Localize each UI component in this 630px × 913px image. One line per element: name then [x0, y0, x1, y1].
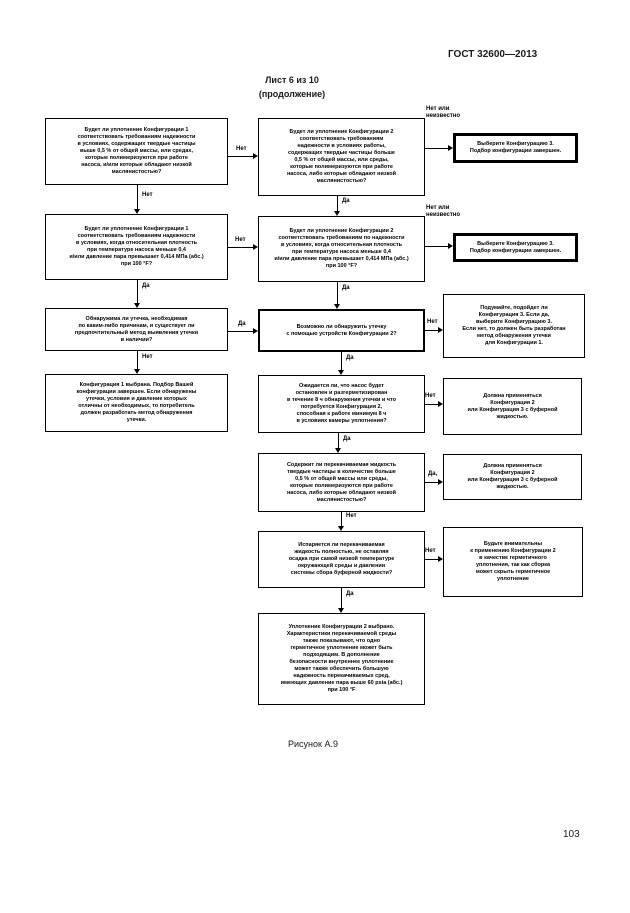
connector-m1-m2 — [337, 196, 338, 211]
connector-m3-m4 — [341, 352, 342, 370]
connector-m1-r1 — [425, 148, 448, 149]
arrow-right-icon — [438, 479, 443, 485]
sheet-title: Лист 6 из 10 — [265, 75, 319, 85]
arrow-down-icon — [338, 526, 344, 531]
label-yes: Да — [343, 436, 351, 442]
label-no-or-unknown: Нет или неизвестно — [426, 205, 461, 218]
box-leak-detection-required: Обнаружима ли утечка, необходимая по как… — [45, 308, 228, 351]
standard-number: ГОСТ 32600—2013 — [448, 49, 538, 60]
arrow-right-icon — [438, 556, 443, 562]
arrow-right-icon — [438, 401, 443, 407]
arrow-right-icon — [438, 327, 443, 333]
connector-l2-l3 — [137, 280, 138, 303]
connector-l3-m3 — [228, 331, 253, 332]
connector-l3-l4 — [137, 351, 138, 369]
label-yes: Да — [346, 591, 354, 597]
box-pump-shutdown-8h: Ожидается ли, что насос будет остановлен… — [258, 375, 425, 433]
arrow-down-icon — [334, 211, 340, 216]
box-config2-reliability-density: Будет ли уплотнение Конфигурации 2 соотв… — [258, 216, 425, 282]
label-yes: Да — [142, 283, 150, 289]
connector-m5-r5 — [425, 482, 438, 483]
box-config2-reliability-solids: Будет ли уплотнение Конфигурации 2 соотв… — [258, 118, 425, 196]
box-config1-reliability-solids: Будет ли уплотнение Конфигурации 1 соотв… — [45, 118, 228, 185]
box-config1-reliability-density: Будет ли уплотнение Конфигурации 1 соотв… — [45, 214, 228, 280]
box-consider-config3: Подумайте, подойдет ли Конфигурация 3. Е… — [443, 294, 585, 358]
arrow-down-icon — [338, 608, 344, 613]
label-yes: Да, — [428, 471, 438, 477]
label-no-or-unknown: Нет или неизвестно — [426, 106, 461, 119]
arrow-right-icon — [448, 243, 453, 249]
connector-l1-m1 — [228, 156, 253, 157]
label-yes: Да — [342, 285, 350, 291]
label-yes: Да — [342, 198, 350, 204]
arrow-right-icon — [253, 153, 258, 159]
box-config2-selected-terminal: Уплотнение Конфигурации 2 выбрано. Харак… — [258, 613, 425, 705]
page-number: 103 — [563, 829, 580, 840]
connector-m6-r6 — [425, 559, 438, 560]
box-config1-selected-terminal: Конфигурация 1 выбрана. Подбор Вашей кон… — [45, 374, 228, 432]
arrow-right-icon — [253, 328, 258, 334]
box-config2-caution: Будьте внимательны к применению Конфигур… — [443, 527, 583, 597]
box-fluid-vaporize: Испаряется ли перекачиваемая жидкость по… — [258, 531, 425, 588]
label-no: Нет — [425, 548, 436, 554]
connector-m4-m5 — [338, 433, 339, 448]
arrow-down-icon — [338, 370, 344, 375]
arrow-down-icon — [134, 303, 140, 308]
label-no: Нет — [142, 354, 153, 360]
box-use-config2-or-3-upper: Должна применяться Конфигурация 2 или Ко… — [443, 378, 582, 435]
arrow-right-icon — [253, 244, 258, 250]
box-leak-detect-config2: Возможно ли обнаружить утечку с помощью … — [258, 309, 425, 352]
box-use-config2-or-3-lower: Должна применяться Конфигурация 2 или Ко… — [443, 454, 582, 500]
figure-caption: Рисунок А.9 — [288, 739, 338, 749]
arrow-right-icon — [448, 145, 453, 151]
connector-m5-m6 — [341, 512, 342, 526]
label-no: Нет — [235, 237, 246, 243]
connector-l2-m2 — [228, 247, 253, 248]
box-fluid-solids-content: Содержит ли перекачиваемая жидкость твер… — [258, 453, 425, 512]
label-yes: Да — [346, 355, 354, 361]
label-no: Нет — [346, 513, 357, 519]
connector-m4-r4 — [425, 404, 438, 405]
label-yes: Да — [238, 321, 246, 327]
connector-m2-m3 — [337, 282, 338, 304]
connector-l1-l2 — [137, 185, 138, 209]
connector-m6-m7 — [341, 588, 342, 608]
arrow-down-icon — [334, 304, 340, 309]
label-no: Нет — [427, 319, 438, 325]
arrow-down-icon — [134, 209, 140, 214]
connector-m2-r2 — [425, 246, 448, 247]
arrow-down-icon — [134, 369, 140, 374]
label-no: Нет — [425, 393, 436, 399]
arrow-down-icon — [335, 448, 341, 453]
box-select-config3-top: Выберите Конфигурацию 3. Подбор конфигур… — [453, 133, 578, 163]
sheet-subtitle: (продолжение) — [258, 89, 326, 99]
connector-m3-r3 — [425, 330, 438, 331]
label-no: Нет — [142, 192, 153, 198]
label-no: Нет — [236, 146, 247, 152]
box-select-config3-second: Выберите Конфигурацию 3. Подбор конфигур… — [453, 233, 578, 262]
